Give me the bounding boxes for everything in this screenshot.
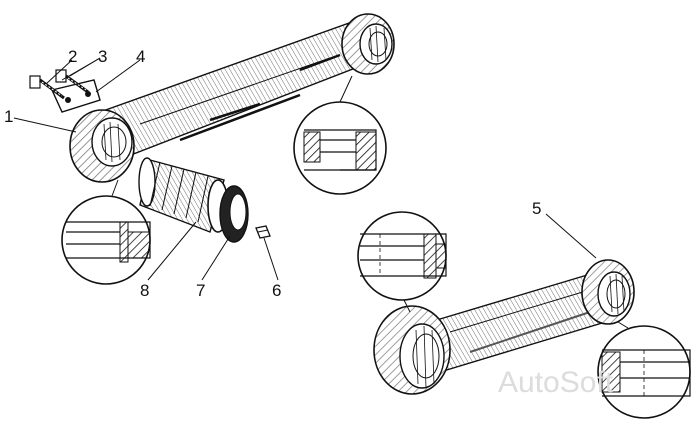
detail-view-lower-left — [357, 211, 447, 301]
detail-view-upper-left — [61, 195, 151, 285]
bushing-roller-cage — [138, 157, 229, 233]
detail-view-lower-right — [597, 325, 691, 419]
label-4: 4 — [136, 47, 145, 66]
label-7: 7 — [196, 281, 205, 300]
detail-view-upper-right — [293, 101, 387, 195]
label-8: 8 — [140, 281, 149, 300]
bolt-2 — [29, 75, 65, 100]
label-3: 3 — [98, 47, 107, 66]
upper-link-assembly — [29, 13, 395, 183]
label-1: 1 — [4, 107, 13, 126]
leader-lines — [13, 57, 597, 281]
callout-labels: 1 2 3 4 5 6 7 8 — [4, 47, 541, 300]
lower-link — [373, 259, 635, 395]
detail-connector-lines — [111, 75, 629, 329]
watermark: AutoSoft — [498, 366, 614, 399]
label-2: 2 — [68, 47, 77, 66]
label-6: 6 — [272, 281, 281, 300]
grease-fitting — [255, 225, 271, 239]
upper-link-right-eye — [341, 13, 395, 75]
upper-link-left-eye — [69, 109, 135, 183]
lower-link-left-eye — [373, 305, 451, 395]
label-5: 5 — [532, 199, 541, 218]
lower-link-right-eye — [581, 259, 635, 325]
sealing-ring — [219, 185, 249, 243]
